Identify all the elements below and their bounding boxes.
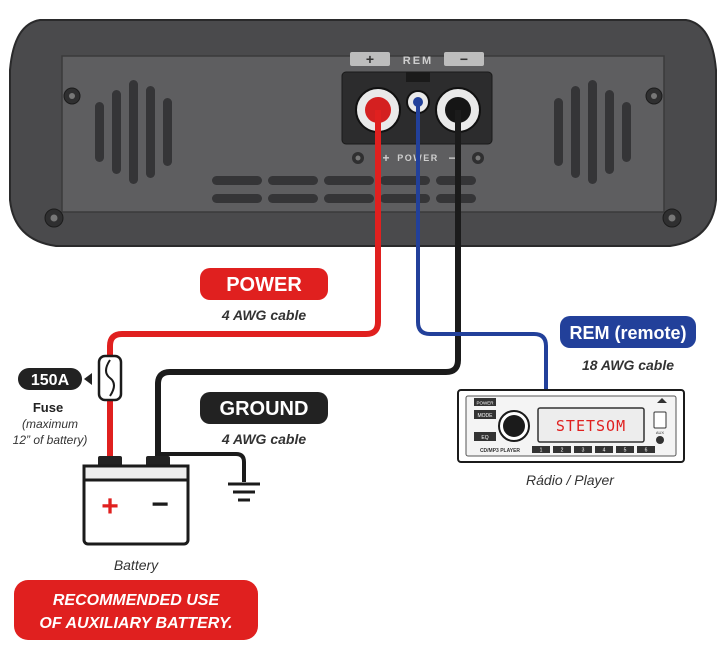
radio-preset-button [532,446,550,453]
fuse-rating-badge [18,368,82,390]
rem-badge [560,316,696,348]
radio-power-label: POWER [476,401,494,406]
power-cable [107,110,381,460]
radio-preset-button [616,446,634,453]
rem-badge-text: REM (remote) [569,323,686,343]
vent-slots-left [95,80,172,184]
radio-mode-label: MODE [478,413,494,419]
notice-line2: OF AUXILIARY BATTERY. [39,615,232,632]
radio-aux-jack [656,436,664,444]
radio-preset-label: 6 [645,448,648,454]
radio-eq-label: EQ [481,435,488,441]
notice-line1: RECOMMENDED USE [53,592,221,609]
radio-aux-label: AUX [656,430,665,435]
battery-minus-sign: − [151,488,169,521]
ground-symbol-icon [228,482,260,502]
radio-preset-button [574,446,592,453]
radio-power-button [474,398,496,406]
battery-lid [82,464,190,482]
radio-preset-label: 3 [582,448,585,454]
radio-mode-button [474,410,496,419]
fuse-rating: 150A [31,372,70,389]
battery-label: Battery [114,557,159,573]
rem-cable [416,102,548,390]
power-cable-spec: 4 AWG cable [221,307,307,323]
radio-eq-button [474,432,496,441]
radio-preset-button [553,446,571,453]
radio-model-text: CD/MP3 PLAYER [480,448,520,454]
fuse-icon [105,359,115,397]
vent-slots-right [554,80,631,184]
fuse-pointer-icon [84,373,92,385]
radio-usb-slot [653,411,667,429]
fuse [97,354,123,402]
radio-preset-button [595,446,613,453]
ground-cable-spec: 4 AWG cable [221,431,307,447]
chassis-ground-wire [158,452,246,482]
battery: + − [82,456,190,546]
radio-preset-button [637,446,655,453]
power-badge-text: POWER [226,274,302,296]
radio-player: POWER MODE EQ STETSOM AUX CD/MP3 PLAYER … [457,389,685,463]
radio-preset-buttons: 1 2 3 4 5 6 [532,446,655,454]
radio-eject-icon [657,398,667,403]
terminal-plus-tag [350,52,390,66]
fuse-note-line1: (maximum [22,417,78,431]
power-terminal-plus: + [382,151,389,165]
amplifier: + REM − + POWER − [9,19,717,247]
screw-icon [44,87,682,228]
rem-terminal-label: REM [403,55,433,67]
ground-badge-text: GROUND [220,398,309,420]
terminal-minus-sign: − [460,51,468,67]
power-terminal-minus: − [448,151,455,165]
fuse-title: Fuse [33,400,63,415]
radio-label: Rádio / Player [526,472,615,488]
radio-preset-label: 2 [561,448,564,454]
fuse-note-line2: 12” of battery) [13,433,88,447]
ground-cable [155,110,461,460]
radio-preset-label: 5 [624,448,627,454]
radio-display-text: STETSOM [556,417,626,435]
battery-plus-sign: + [101,490,119,523]
power-badge [200,268,328,300]
radio-preset-label: 1 [540,448,543,454]
terminal-minus-tag [444,52,484,66]
radio-display [537,407,645,443]
ground-badge [200,392,328,424]
terminal-plus-sign: + [366,51,374,67]
rem-cable-spec: 18 AWG cable [582,357,674,373]
auxiliary-battery-notice [14,580,258,640]
vent-slots-bottom [212,176,476,203]
radio-preset-label: 4 [603,448,606,454]
